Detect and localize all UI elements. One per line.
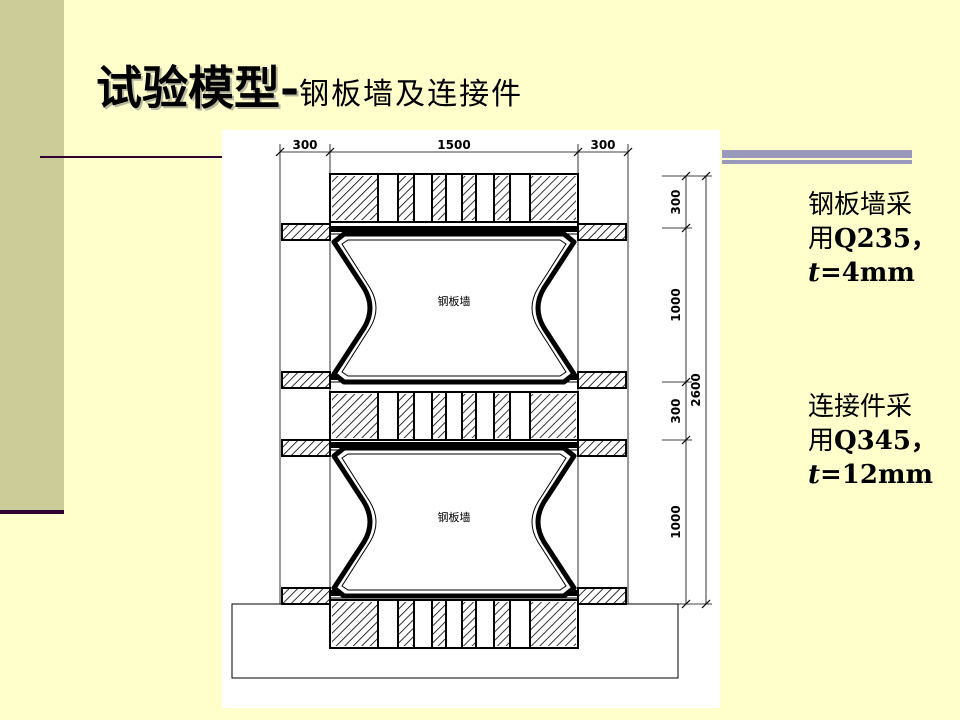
dim-right-3: 300 — [669, 398, 683, 423]
wall-label-top: 钢板墙 — [438, 294, 471, 308]
wall-label-bottom: 钢板墙 — [438, 510, 471, 524]
dim-top-right: 300 — [590, 138, 615, 152]
dim-total: 2600 — [689, 373, 703, 406]
slide-title: 试验模型-钢板墙及连接件 — [96, 52, 523, 118]
note-steel-wall-line3: t=4mm — [808, 258, 915, 288]
dim-right-2: 1000 — [669, 288, 683, 321]
note-steel-wall: 钢板墙采 用Q235， t=4mm — [808, 188, 937, 290]
note-connector-line1: 连接件采 — [808, 392, 913, 422]
structural-drawing: 300 1500 300 300 1000 300 1000 2600 — [222, 130, 720, 708]
note-connector-line2: 用Q345， — [808, 426, 937, 456]
dim-right-1: 300 — [669, 189, 683, 214]
title-sub: 钢板墙及连接件 — [299, 77, 524, 112]
connector-top — [329, 173, 579, 223]
dim-right-4: 1000 — [669, 505, 683, 538]
title-rule-right — [722, 150, 912, 158]
right-dimension: 300 1000 300 1000 2600 — [662, 171, 712, 609]
note-connector: 连接件采 用Q345， t=12mm — [808, 390, 937, 492]
dim-top-middle: 1500 — [437, 138, 470, 152]
steel-wall-top — [331, 231, 577, 385]
title-rule-left — [40, 156, 226, 158]
connector-bottom — [329, 599, 579, 649]
top-dimension: 300 1500 300 — [275, 138, 633, 174]
left-decor-bar — [0, 0, 64, 512]
connector-middle — [329, 391, 579, 441]
note-steel-wall-line2: 用Q235， — [808, 224, 937, 254]
dim-top-left: 300 — [292, 138, 317, 152]
title-rule-right-lower — [722, 160, 912, 164]
note-steel-wall-line1: 钢板墙采 — [808, 190, 913, 220]
title-main: 试验模型- — [96, 61, 300, 115]
note-connector-line3: t=12mm — [808, 460, 934, 490]
left-decor-line — [0, 510, 64, 514]
drawing-svg: 300 1500 300 300 1000 300 1000 2600 — [231, 138, 712, 679]
